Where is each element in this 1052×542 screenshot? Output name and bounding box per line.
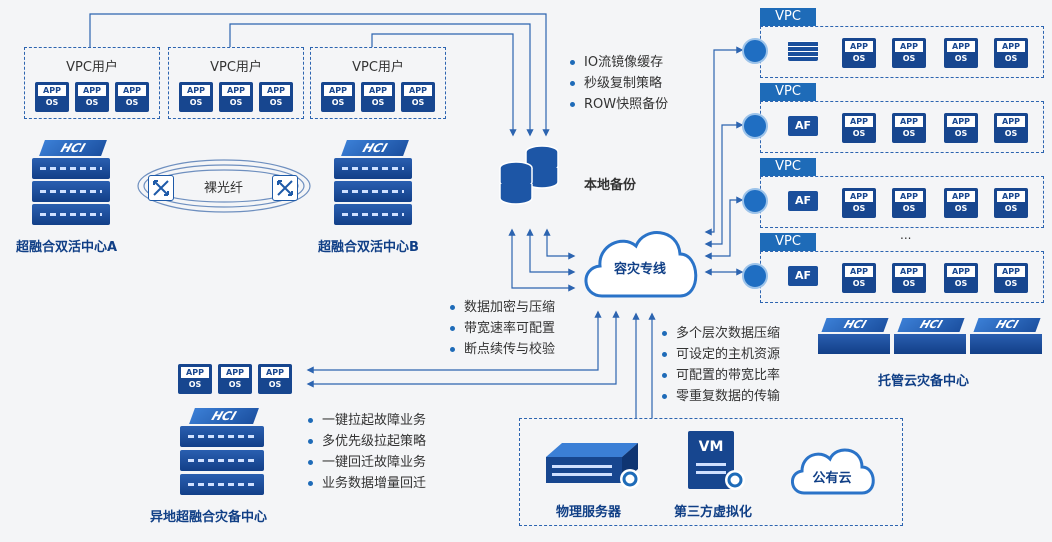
physical-server-title: 物理服务器 (556, 505, 622, 520)
vpc-ellipsis: ... (900, 228, 912, 242)
hosted-center-title: 托管云灾备中心 (878, 374, 970, 389)
vm-label: VM (698, 439, 724, 455)
remote-feature: 多优先级拉起策略 (308, 431, 426, 452)
line-feature: 断点续传与校验 (450, 339, 555, 360)
vpc-user-label: VPC用户 (210, 60, 262, 75)
remote-feature: 一键拉起故障业务 (308, 410, 426, 431)
center-b-title: 超融合双活中心B (318, 240, 419, 255)
line-feature-list: 数据加密与压缩 带宽速率可配置 断点续传与校验 (450, 297, 555, 360)
sources-box: 物理服务器 VM 第三方虚拟化 公有云 (519, 418, 903, 526)
switch-icon (272, 175, 298, 201)
source-feature: 可设定的主机资源 (662, 344, 780, 365)
hci-server-stack-a: HCI (32, 140, 110, 225)
database-icon (496, 140, 562, 212)
public-cloud-icon: 公有云 (784, 439, 880, 501)
router-icon (742, 113, 768, 139)
line-feature: 带宽速率可配置 (450, 318, 555, 339)
hci-server-stack-remote: HCI (180, 408, 264, 495)
source-feature: 多个层次数据压缩 (662, 323, 780, 344)
fiber-label: 裸光纤 (204, 181, 244, 196)
third-virtualization-title: 第三方虚拟化 (674, 505, 753, 520)
vm-server-icon: VM (688, 431, 750, 495)
dr-line-label: 容灾专线 (613, 262, 666, 277)
vpc-user-label: VPC用户 (352, 60, 404, 75)
af-firewall-icon: AF (788, 191, 818, 211)
backup-title: 本地备份 (584, 178, 637, 193)
line-feature: 数据加密与压缩 (450, 297, 555, 318)
hci-server-stack-b: HCI (334, 140, 412, 225)
vpc-tag: VPC (760, 8, 816, 26)
remote-feature-list: 一键拉起故障业务 多优先级拉起策略 一键回迁故障业务 业务数据增量回迁 (308, 410, 426, 494)
switch-icon (148, 175, 174, 201)
backup-feature: ROW快照备份 (570, 94, 668, 115)
router-icon (742, 188, 768, 214)
router-icon (742, 38, 768, 64)
hci-logo: HCI (39, 140, 107, 156)
vpc-user-label: VPC用户 (66, 60, 118, 75)
source-feature: 可配置的带宽比率 (662, 365, 780, 386)
dr-line-cloud: 容灾专线 (574, 212, 706, 312)
vpc-tag: VPC (760, 158, 816, 176)
vpc-tag: VPC (760, 233, 816, 251)
remote-feature: 一键回迁故障业务 (308, 452, 426, 473)
hci-logo: HCI (341, 140, 409, 156)
source-feature-list: 多个层次数据压缩 可设定的主机资源 可配置的带宽比率 零重复数据的传输 (662, 323, 780, 407)
remote-center-title: 异地超融合灾备中心 (150, 510, 268, 525)
router-icon (742, 263, 768, 289)
firewall-icon (788, 41, 818, 61)
hci-logo: HCI (973, 318, 1041, 332)
hci-logo: HCI (189, 408, 259, 424)
hci-logo: HCI (821, 318, 889, 332)
physical-server-icon (542, 433, 646, 491)
backup-feature: IO流镜像缓存 (570, 52, 668, 73)
center-a-title: 超融合双活中心A (16, 240, 118, 255)
backup-feature: 秒级复制策略 (570, 73, 668, 94)
vpc-tag: VPC (760, 83, 816, 101)
hosted-hci-units: HCI HCI HCI (818, 318, 1044, 358)
source-feature: 零重复数据的传输 (662, 386, 780, 407)
af-firewall-icon: AF (788, 116, 818, 136)
af-firewall-icon: AF (788, 266, 818, 286)
remote-feature: 业务数据增量回迁 (308, 473, 426, 494)
hci-logo: HCI (897, 318, 965, 332)
public-cloud-label: 公有云 (812, 471, 852, 486)
backup-feature-list: IO流镜像缓存 秒级复制策略 ROW快照备份 (570, 52, 668, 115)
